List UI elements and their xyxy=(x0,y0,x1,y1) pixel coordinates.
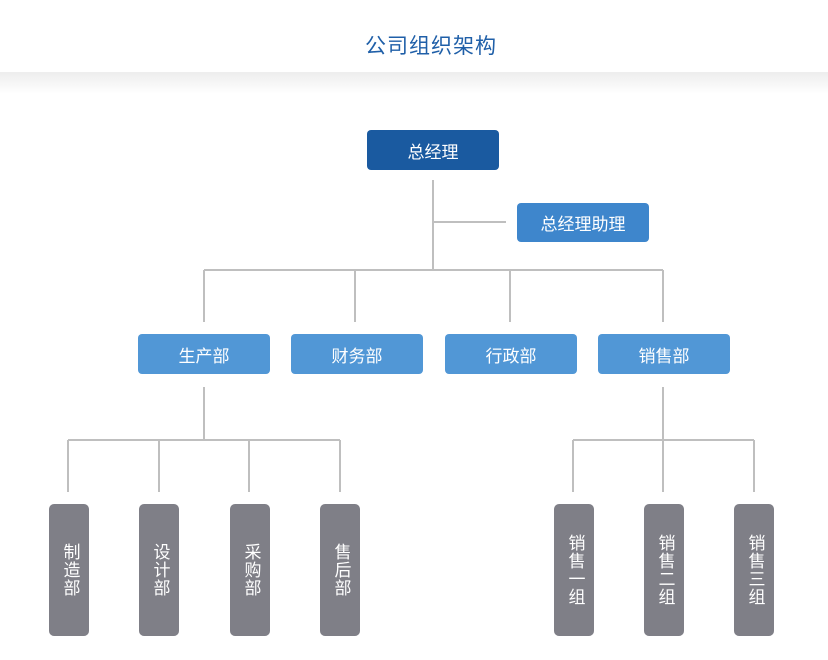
node-after-sales-label: 售后部 xyxy=(330,543,351,597)
node-assistant: 总经理助理 xyxy=(517,203,649,242)
node-manufacturing: 制造部 xyxy=(49,504,89,636)
node-purchasing: 采购部 xyxy=(230,504,270,636)
node-sales-group-1-label: 销售一组 xyxy=(564,534,585,606)
node-admin-dept-label: 行政部 xyxy=(485,346,537,367)
node-design-label: 设计部 xyxy=(149,543,170,597)
node-design: 设计部 xyxy=(139,504,179,636)
page-title: 公司组织架构 xyxy=(365,34,497,58)
node-general-manager-label: 总经理 xyxy=(407,142,459,163)
node-sales-group-2-label: 销售二组 xyxy=(654,534,675,606)
node-finance-dept: 财务部 xyxy=(291,334,423,374)
node-sales-group-3-label: 销售三组 xyxy=(744,534,765,606)
node-sales-dept-label: 销售部 xyxy=(638,346,690,367)
node-finance-dept-label: 财务部 xyxy=(331,346,383,367)
node-production-dept: 生产部 xyxy=(138,334,270,374)
node-after-sales: 售后部 xyxy=(320,504,360,636)
node-general-manager: 总经理 xyxy=(367,130,499,170)
node-assistant-label: 总经理助理 xyxy=(540,215,626,235)
node-production-dept-label: 生产部 xyxy=(178,346,230,367)
node-sales-group-1: 销售一组 xyxy=(554,504,594,636)
node-purchasing-label: 采购部 xyxy=(240,543,261,597)
node-manufacturing-label: 制造部 xyxy=(59,543,80,597)
node-sales-dept: 销售部 xyxy=(598,334,730,374)
header-bar xyxy=(0,0,828,74)
node-sales-group-3: 销售三组 xyxy=(734,504,774,636)
header-shadow xyxy=(0,72,828,94)
node-admin-dept: 行政部 xyxy=(445,334,577,374)
node-sales-group-2: 销售二组 xyxy=(644,504,684,636)
